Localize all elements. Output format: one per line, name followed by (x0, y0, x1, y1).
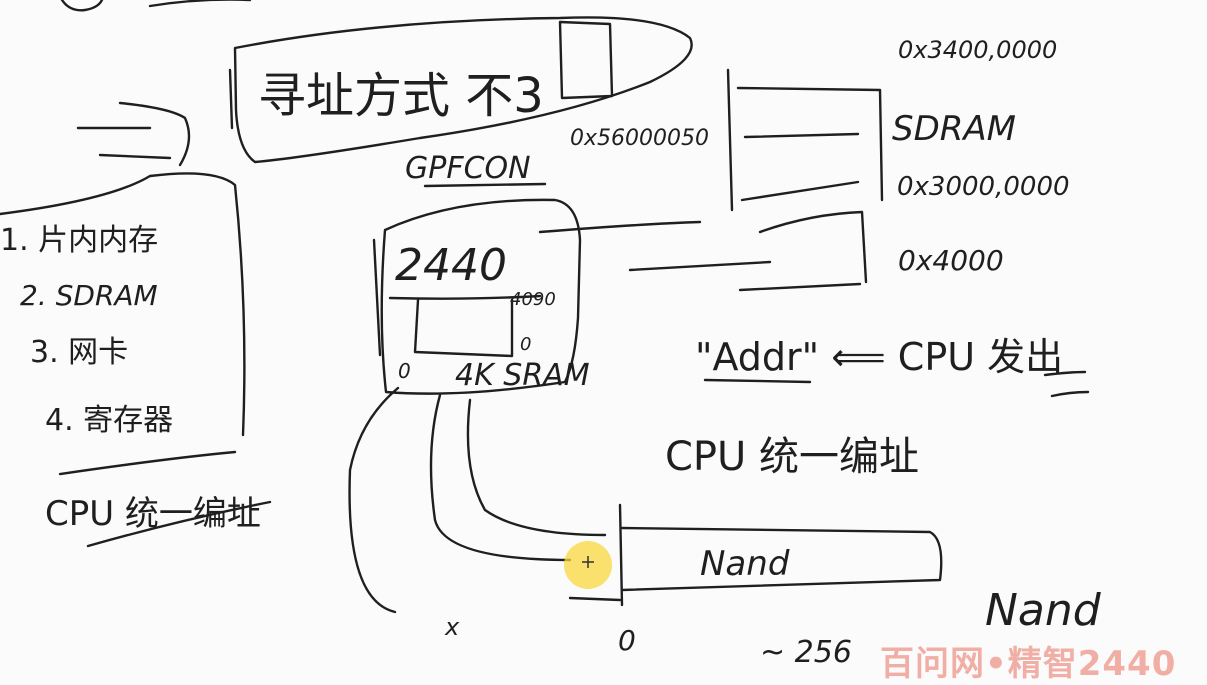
left-list-frame (0, 172, 272, 548)
unified-addressing-note: CPU 统一编址 (665, 434, 919, 480)
partial-circle-stroke (60, 0, 104, 12)
cpu-addr-note: "Addr" ⟸ CPU 发出 (695, 335, 1063, 379)
cursor-icon (582, 556, 594, 568)
list-item-4: 4. 寄存器 (45, 403, 173, 438)
register-label: GPFCON (405, 151, 531, 186)
title-text: 寻址方式 不3 (258, 68, 544, 124)
chip-addr-zero-left: 0 (398, 359, 411, 383)
nand-range-label: ~ 256 (760, 635, 852, 668)
watermark-text: 百问网•精智2440 (880, 644, 1177, 684)
sdram-base-address: 0x3000,0000 (897, 172, 1070, 202)
list-item-2: 2. SDRAM (20, 279, 158, 312)
nand-x-label: x (444, 613, 460, 641)
top-stroke (148, 0, 252, 8)
register-address: 0x56000050 (570, 126, 709, 151)
list-item-1: 1. 片内内存 (0, 223, 158, 258)
mem-top-address: 0x3400,0000 (898, 36, 1057, 64)
fachu-underline-2 (1050, 390, 1090, 398)
chip-addr-top: 4090 (510, 289, 556, 310)
list-item-3: 3. 网卡 (30, 335, 128, 370)
nand-zero-label: 0 (618, 624, 636, 657)
title-banner (228, 16, 693, 164)
sram-end-address: 0x4000 (898, 244, 1004, 277)
fachu-underline-1 (1043, 370, 1087, 377)
addr-underline (703, 378, 812, 384)
left-footer-note: CPU 统一编址 (45, 494, 261, 534)
chip-block (372, 198, 582, 395)
nand-box-label: Nand (700, 544, 790, 584)
memory-map-block (538, 68, 884, 292)
connection-curves (348, 386, 607, 614)
chip-name: 2440 (395, 240, 507, 291)
gpfcon-underline (423, 182, 547, 188)
nand-side-label: Nand (985, 585, 1102, 636)
whiteboard-canvas: 寻址方式 不3 GPFCON 0x56000050 0x3400,0000 SD… (0, 0, 1102, 668)
sdram-label: SDRAM (892, 109, 1016, 149)
nand-box (568, 503, 943, 607)
sram-label: 4K SRAM (455, 358, 590, 393)
arrow-shape (76, 101, 191, 167)
chip-addr-zero-right: 0 (520, 334, 531, 355)
